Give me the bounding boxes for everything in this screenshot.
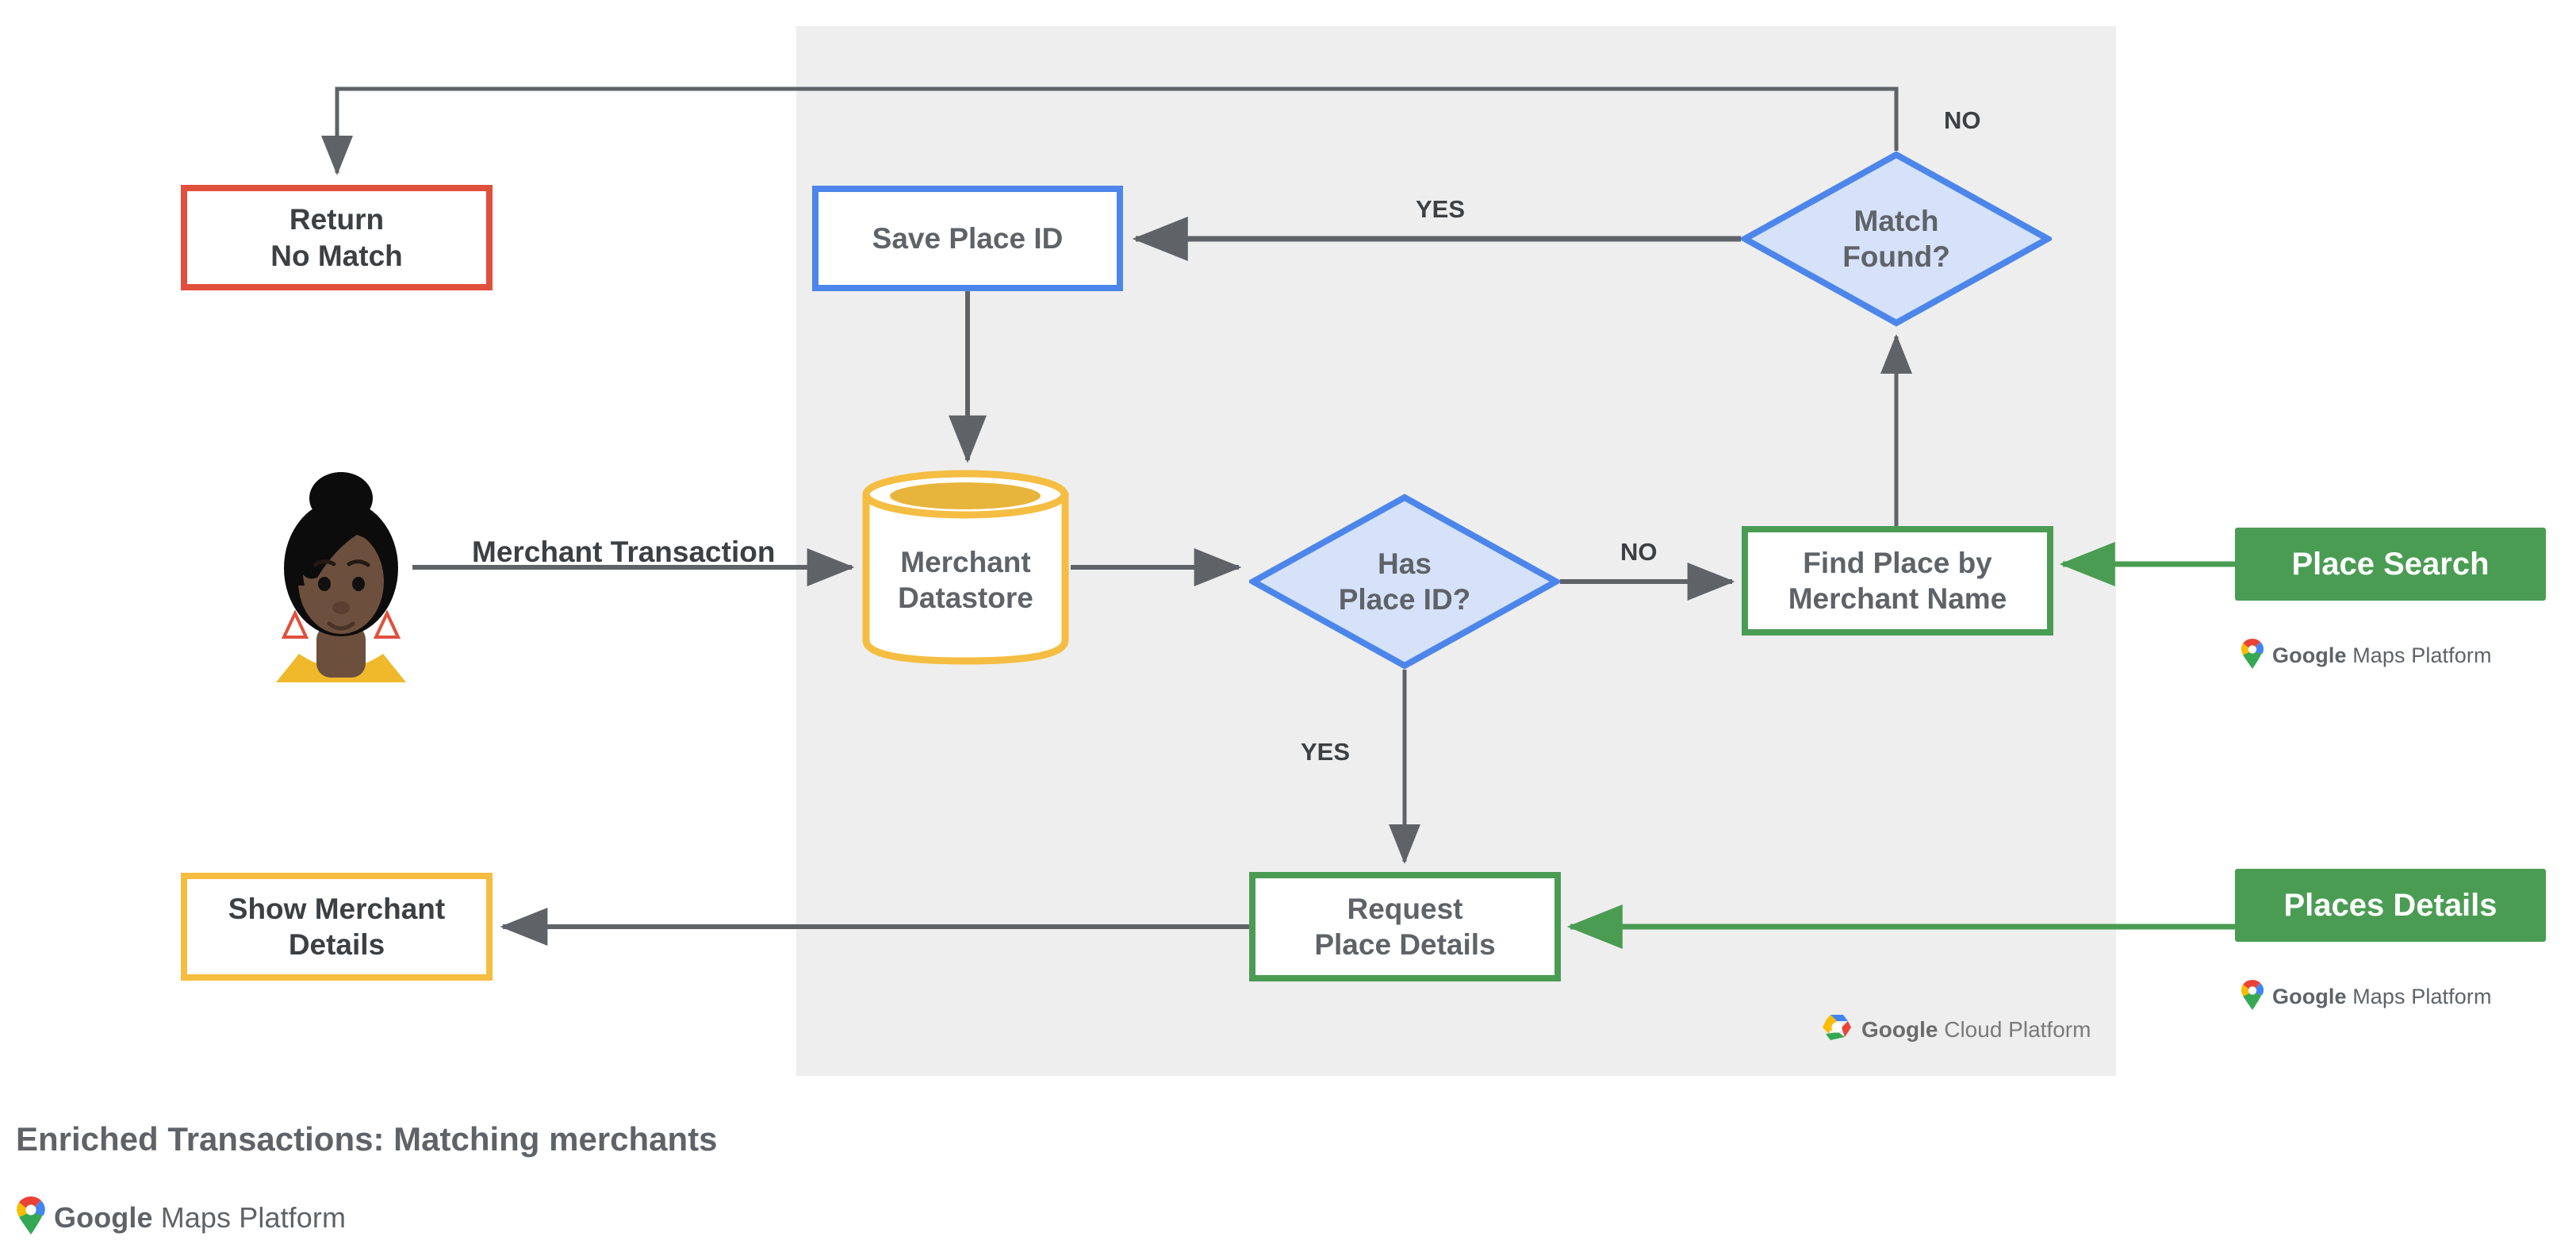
- google-wordmark: Google: [2272, 985, 2347, 1008]
- product-button-places-details[interactable]: Places Details: [2235, 869, 2546, 942]
- product-button-places-details-label: Places Details: [2283, 887, 2497, 923]
- product-button-place-search-label: Place Search: [2291, 546, 2490, 582]
- node-find-place-by-merchant-name[interactable]: Find Place by Merchant Name: [1742, 526, 2053, 636]
- node-request-place-details[interactable]: Request Place Details: [1249, 872, 1561, 981]
- node-return-no-match-label: Return No Match: [270, 203, 403, 272]
- node-show-merchant-details[interactable]: Show Merchant Details: [181, 873, 493, 981]
- node-show-merchant-details-label: Show Merchant Details: [228, 892, 446, 961]
- node-request-place-details-label: Request Place Details: [1314, 892, 1496, 961]
- product-button-place-search[interactable]: Place Search: [2235, 528, 2546, 601]
- google-maps-pin-icon: [2241, 639, 2264, 673]
- node-save-place-id[interactable]: Save Place ID: [812, 186, 1123, 291]
- google-wordmark: Google: [54, 1200, 153, 1234]
- google-maps-platform-wordmark: Google Maps Platform: [2272, 985, 2492, 1009]
- edge-label-no-match-found: NO: [1944, 106, 1981, 134]
- google-maps-pin-icon: [2241, 980, 2264, 1014]
- cloud-platform-wordmark: Cloud Platform: [1938, 1016, 2091, 1042]
- node-merchant-datastore[interactable]: Merchant Datastore: [861, 468, 1071, 666]
- google-cloud-platform-wordmark: Google Cloud Platform: [1861, 1017, 2091, 1043]
- edge-label-yes-has-place-id: YES: [1301, 738, 1351, 766]
- edge-label-yes-match-found: YES: [1416, 195, 1466, 223]
- node-has-place-id[interactable]: Has Place ID?: [1249, 494, 1560, 670]
- google-maps-platform-wordmark: Google Maps Platform: [2272, 643, 2492, 668]
- edge-label-merchant-transaction: Merchant Transaction: [472, 536, 776, 568]
- customer-avatar-icon: [262, 467, 420, 682]
- google-wordmark: Google: [1861, 1016, 1938, 1042]
- google-maps-platform-lockup-places-details: Google Maps Platform: [2241, 980, 2492, 1014]
- google-cloud-platform-lockup: Google Cloud Platform: [1821, 1013, 2091, 1046]
- google-cloud-hexagon-icon: [1821, 1013, 1853, 1046]
- google-maps-platform-lockup-place-search: Google Maps Platform: [2241, 639, 2492, 673]
- node-save-place-id-label: Save Place ID: [872, 221, 1064, 255]
- google-maps-pin-icon: [16, 1196, 46, 1239]
- edge-label-no-has-place-id: NO: [1620, 538, 1658, 566]
- google-maps-platform-lockup-footer: Google Maps Platform: [16, 1196, 346, 1239]
- node-find-place-by-merchant-name-label: Find Place by Merchant Name: [1788, 546, 2007, 615]
- maps-platform-wordmark: Maps Platform: [152, 1200, 347, 1234]
- maps-platform-wordmark: Maps Platform: [2346, 985, 2492, 1008]
- google-wordmark: Google: [2272, 643, 2347, 667]
- node-match-found[interactable]: Match Found?: [1741, 151, 2052, 327]
- node-return-no-match[interactable]: Return No Match: [181, 185, 493, 290]
- google-maps-platform-wordmark: Google Maps Platform: [54, 1201, 346, 1235]
- page-title: Enriched Transactions: Matching merchant…: [16, 1120, 718, 1158]
- maps-platform-wordmark: Maps Platform: [2346, 643, 2492, 667]
